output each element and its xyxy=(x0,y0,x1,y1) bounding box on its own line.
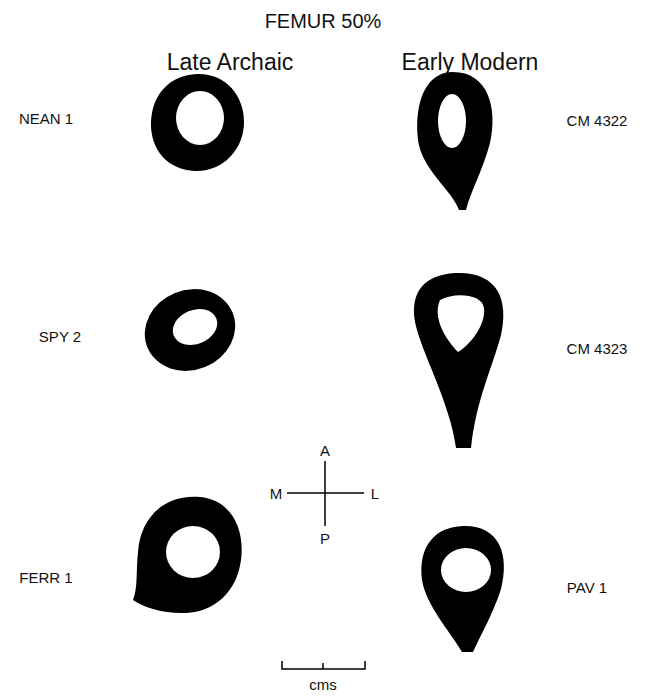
scale-bar xyxy=(282,661,365,669)
specimen-label: CM 4322 xyxy=(567,113,628,128)
bone-section xyxy=(132,276,247,385)
bone-section xyxy=(133,497,242,613)
bone-section xyxy=(417,72,492,210)
bone-section xyxy=(421,526,504,652)
specimen-label: FERR 1 xyxy=(19,570,72,585)
scale-label: cms xyxy=(309,677,337,692)
specimen-label: SPY 2 xyxy=(39,329,81,344)
direction-letter: A xyxy=(320,443,330,458)
specimen-label: CM 4323 xyxy=(567,341,628,356)
specimen-label: PAV 1 xyxy=(567,580,607,595)
column-heading: Early Modern xyxy=(402,51,539,74)
direction-letter: M xyxy=(270,486,283,501)
orientation-cross xyxy=(287,461,364,526)
bone-section xyxy=(414,273,503,448)
figure-title: FEMUR 50% xyxy=(265,11,382,31)
column-heading: Late Archaic xyxy=(167,51,294,74)
direction-letter: L xyxy=(371,486,379,501)
bone-section xyxy=(151,74,244,171)
specimen-label: NEAN 1 xyxy=(19,111,73,126)
direction-letter: P xyxy=(320,531,330,546)
